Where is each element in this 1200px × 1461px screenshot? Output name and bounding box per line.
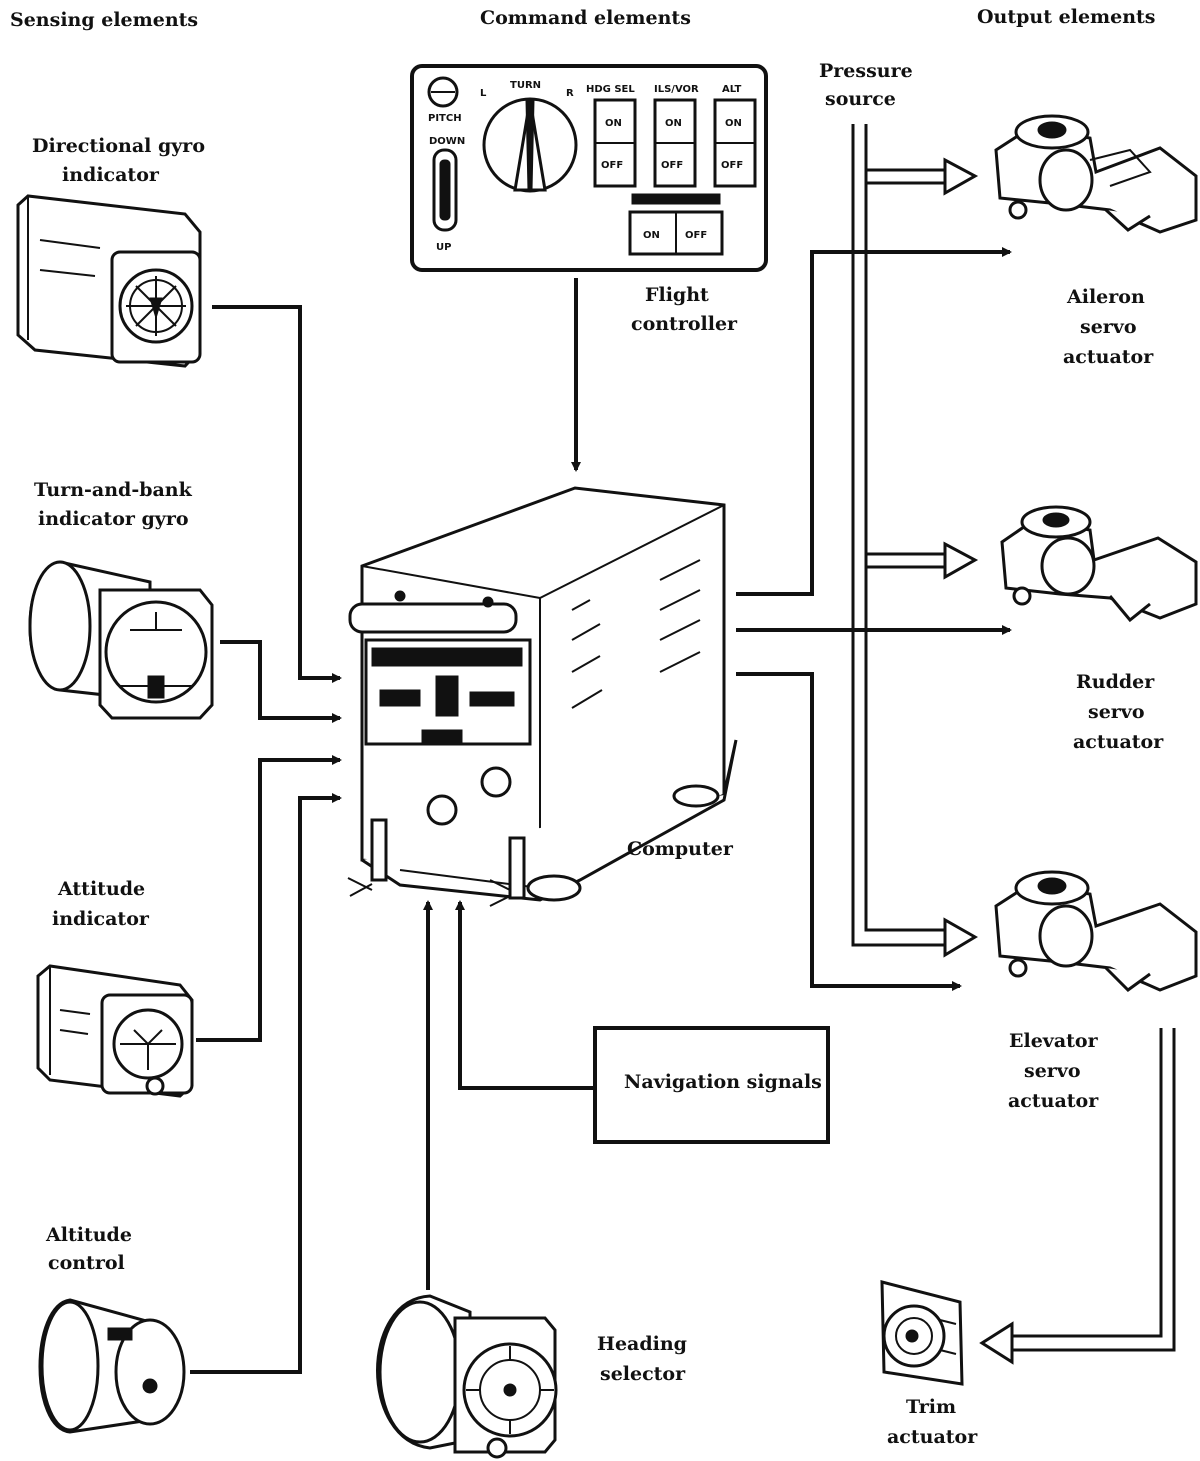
wire-directional-gyro: [212, 307, 340, 678]
elevator-servo-icon: [996, 872, 1196, 990]
wire-altitude-control: [190, 798, 340, 1372]
flight-controller-label-line1: Flight: [645, 284, 709, 306]
heading-selector-label-line1: Heading: [597, 1333, 687, 1355]
rudder-label-line1: Rudder: [1076, 671, 1155, 693]
rudder-label-line3: actuator: [1073, 731, 1164, 753]
panel-engage-off: OFF: [685, 230, 707, 241]
attitude-indicator-icon: [38, 966, 192, 1096]
panel-hdg-sel-label: HDG SEL: [586, 84, 635, 95]
panel-up-label: UP: [436, 242, 451, 253]
turn-bank-gyro-icon: [30, 562, 212, 718]
directional-gyro-icon: [18, 196, 200, 366]
attitude-label-line2: indicator: [52, 908, 150, 930]
rudder-servo-icon: [1002, 507, 1196, 620]
wire-aileron: [736, 252, 1010, 594]
directional-gyro-label-line1: Directional gyro: [32, 135, 205, 157]
aileron-label-line3: actuator: [1063, 346, 1154, 368]
panel-turn-label: TURN: [510, 80, 541, 91]
aileron-servo-icon: [996, 116, 1196, 232]
trim-label-line1: Trim: [906, 1396, 956, 1418]
panel-alt-label: ALT: [722, 84, 741, 95]
aileron-label-line1: Aileron: [1066, 286, 1145, 308]
elevator-label-line2: servo: [1024, 1060, 1081, 1082]
altitude-control-label-line1: Altitude: [45, 1224, 132, 1246]
panel-engage-on: ON: [643, 230, 660, 241]
wire-attitude: [196, 760, 340, 1040]
panel-alt-off: OFF: [721, 160, 743, 171]
flight-controller-label-line2: controller: [631, 313, 738, 335]
panel-turn-l-label: L: [480, 88, 487, 99]
header-command-elements: Command elements: [480, 7, 691, 29]
panel-hdg-off: OFF: [601, 160, 623, 171]
panel-ils-vor-label: ILS/VOR: [654, 84, 699, 95]
flight-controller-panel-icon: PITCH DOWN UP L TURN R HDG SEL ILS/VOR A…: [412, 66, 766, 270]
elevator-label-line1: Elevator: [1009, 1030, 1099, 1052]
pressure-source-label-line1: Pressure: [819, 60, 913, 82]
elevator-label-line3: actuator: [1008, 1090, 1099, 1112]
altitude-control-icon: [40, 1300, 184, 1432]
turn-bank-label-line2: indicator gyro: [38, 508, 189, 530]
computer-label: Computer: [627, 838, 734, 860]
wire-elevator: [736, 674, 960, 986]
header-sensing-elements: Sensing elements: [10, 9, 198, 31]
altitude-control-label-line2: control: [48, 1252, 125, 1274]
wire-navigation-signals: [460, 902, 595, 1088]
panel-alt-on: ON: [725, 118, 742, 129]
panel-pitch-label: PITCH: [428, 113, 462, 124]
trim-actuator-icon: [882, 1282, 962, 1384]
panel-ils-off: OFF: [661, 160, 683, 171]
header-output-elements: Output elements: [977, 6, 1156, 28]
pressure-pipe: [853, 124, 975, 955]
panel-ils-on: ON: [665, 118, 682, 129]
rudder-label-line2: servo: [1088, 701, 1145, 723]
pressure-source-label-line2: source: [825, 88, 896, 110]
aileron-label-line2: servo: [1080, 316, 1137, 338]
panel-down-label: DOWN: [429, 136, 465, 147]
turn-bank-label-line1: Turn-and-bank: [34, 479, 193, 501]
attitude-label-line1: Attitude: [57, 878, 145, 900]
panel-turn-r-label: R: [566, 88, 574, 99]
panel-hdg-on: ON: [605, 118, 622, 129]
trim-label-line2: actuator: [887, 1426, 978, 1448]
heading-selector-icon: [378, 1296, 557, 1457]
navigation-signals-label: Navigation signals: [624, 1071, 822, 1093]
directional-gyro-label-line2: indicator: [62, 164, 160, 186]
heading-selector-label-line2: selector: [600, 1363, 686, 1385]
